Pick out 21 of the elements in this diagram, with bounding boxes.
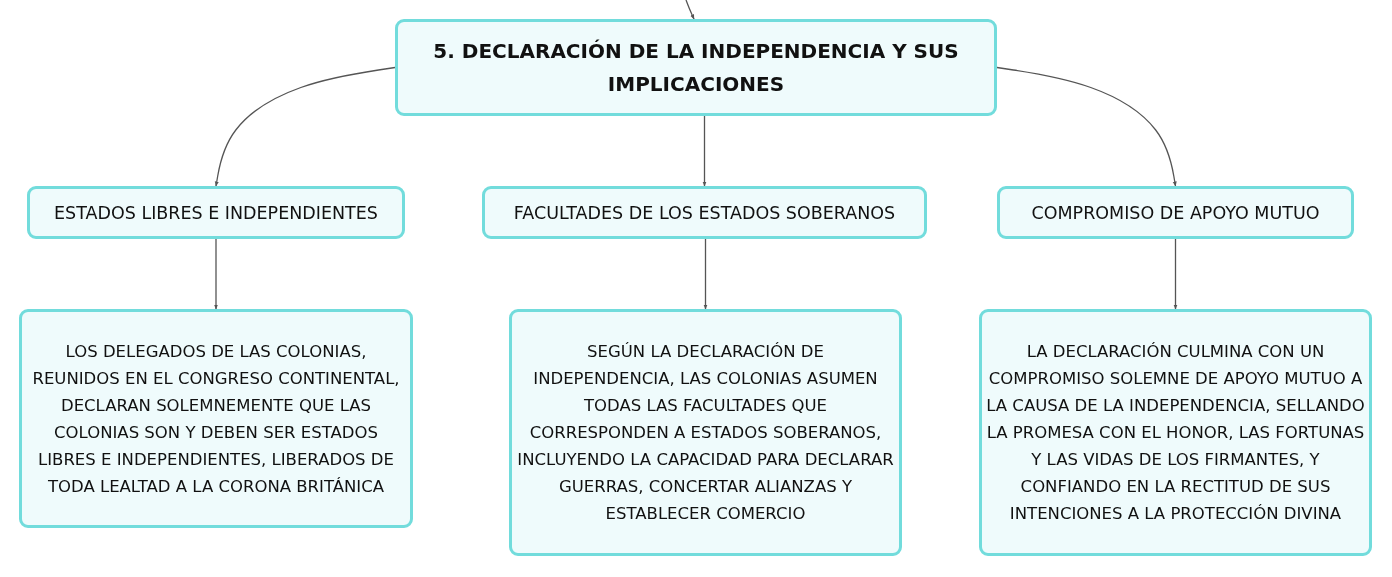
connector-arrow	[1173, 238, 1178, 310]
subtopic-text: FACULTADES DE LOS ESTADOS SOBERANOS	[513, 201, 896, 224]
connector-arrow	[996, 66, 1177, 187]
connector-arrow	[685, 0, 695, 20]
subtopic-box	[997, 186, 1354, 239]
detail-box	[509, 309, 902, 556]
detail-text: SEGÚN LA DECLARACIÓN DE INDEPENDENCIA, LAS COLONIAS ASUMEN TODAS LAS FACULTADES QUE CORRESPONDEN A ESTADOS SOBERANOS, INCLUYENDO LA CAPACIDAD PARA DECLARAR GUERRAS, CONCERTAR ALIANZAS Y ESTABLECER COMERCIO	[516, 341, 895, 525]
subtopic-box	[27, 186, 405, 239]
subtopic-box	[482, 186, 927, 239]
main-topic-box	[395, 19, 997, 116]
detail-text: LA DECLARACIÓN CULMINA CON UN COMPROMISO SOLEMNE DE APOYO MUTUO A LA CAUSA DE LA INDEPENDENCIA, SELLANDO LA PROMESA CON EL HONOR, LAS FORTUNAS Y LAS VIDAS DE LOS FIRMANTES, Y CONFIANDO EN LA RECTITUD DE SUS INTENCIONES A LA PROTECCIÓN DIVINA	[985, 341, 1366, 525]
subtopic-text: ESTADOS LIBRES E INDEPENDIENTES	[54, 201, 378, 224]
connector-arrow	[214, 66, 396, 187]
connector-arrow	[214, 238, 218, 310]
detail-box	[19, 309, 413, 528]
connector-arrow	[703, 238, 708, 310]
main-topic-text: 5. DECLARACIÓN DE LA INDEPENDENCIA Y SUS IMPLICACIONES	[432, 37, 960, 98]
detail-text: LOS DELEGADOS DE LAS COLONIAS, REUNIDOS EN EL CONGRESO CONTINENTAL, DECLARAN SOLEMNEMENTE QUE LAS COLONIAS SON Y DEBEN SER ESTADOS LIBRES E INDEPENDIENTES, LIBERADOS DE TODA LEALTAD A LA CORONA BRITÁNICA	[31, 340, 401, 498]
connector-arrow	[702, 115, 707, 187]
detail-box	[979, 309, 1372, 556]
subtopic-text: COMPROMISO DE APOYO MUTUO	[1031, 201, 1320, 224]
